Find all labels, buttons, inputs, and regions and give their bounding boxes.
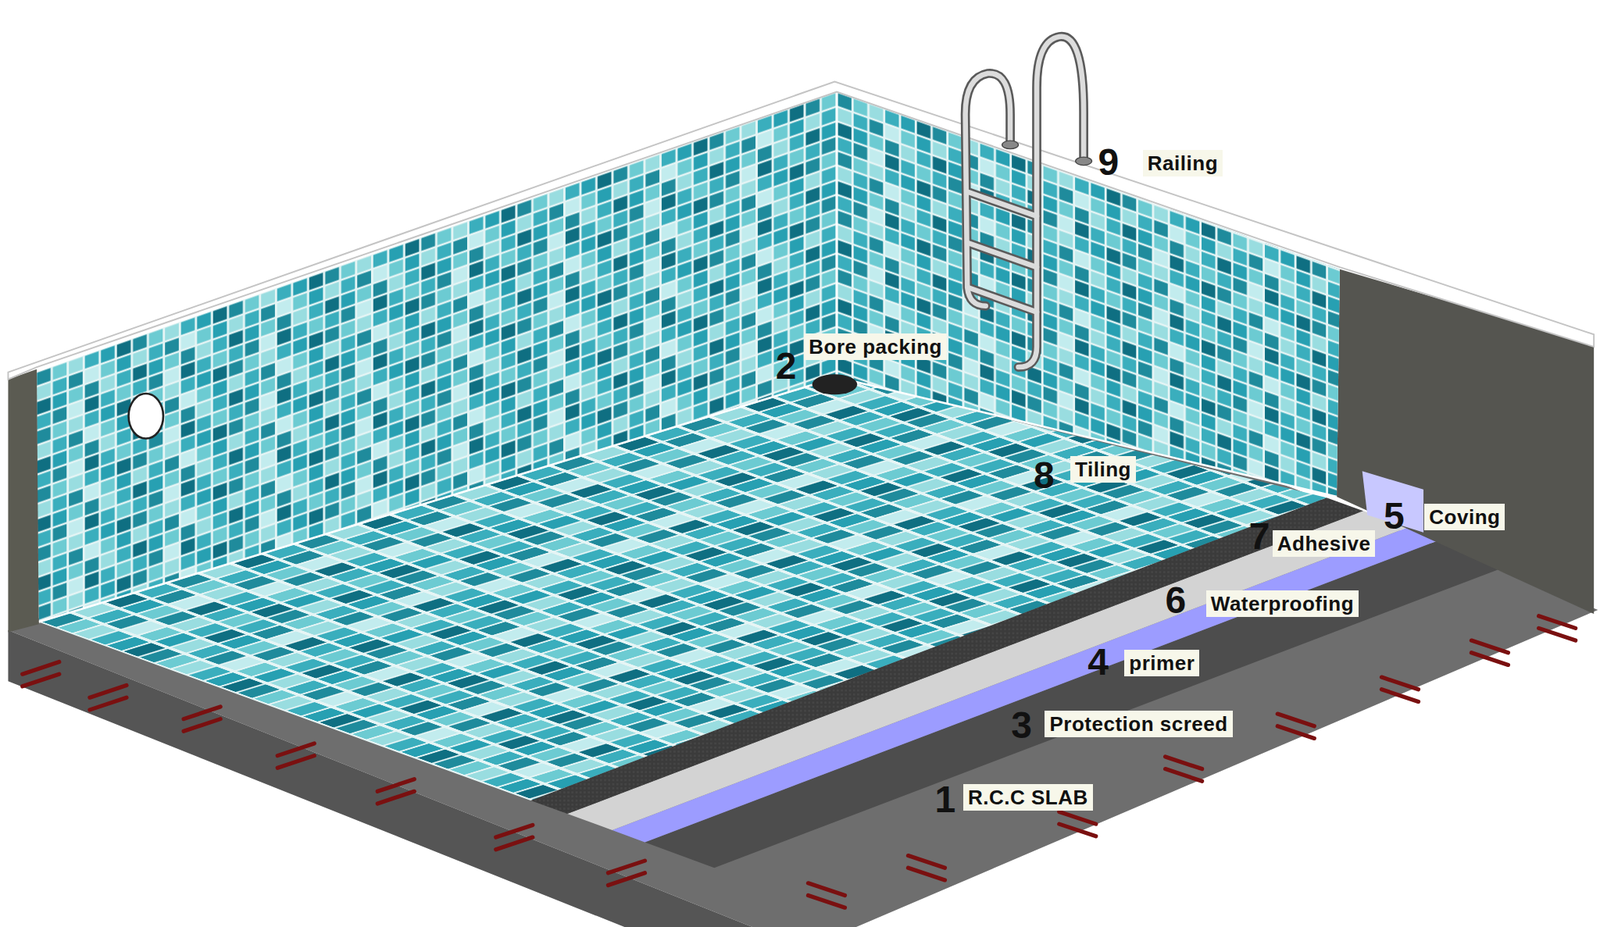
bore-opening [812, 374, 858, 395]
part-label: Bore packing [803, 333, 947, 361]
wall-coping [7, 81, 1594, 379]
part-label: Railing [1142, 150, 1223, 177]
part-label: Adhesive [1272, 530, 1376, 558]
wall-end [7, 369, 39, 633]
part-label: primer [1124, 650, 1200, 677]
floor-joint [39, 377, 1337, 622]
callout-number: 7 [1249, 517, 1271, 557]
callout-number: 5 [1383, 496, 1405, 536]
callout-number: 6 [1165, 581, 1187, 621]
wall-inlet [128, 393, 164, 439]
ladder-railing [965, 36, 1093, 368]
rebar-ends [22, 616, 1576, 908]
part-label: Tiling [1070, 456, 1136, 483]
part-label: R.C.C SLAB [963, 784, 1093, 811]
callout-number: 3 [1010, 706, 1033, 746]
callout-number: 1 [934, 780, 956, 820]
tiled-floor [39, 377, 1327, 801]
callout-number: 4 [1087, 642, 1109, 683]
part-label: Waterproofing [1206, 590, 1359, 618]
callout-number: 9 [1097, 142, 1119, 183]
callout-number: 2 [775, 346, 797, 386]
part-label: Protection screed [1044, 710, 1233, 738]
part-label: Coving [1424, 503, 1505, 531]
callout-number: 8 [1033, 456, 1055, 496]
